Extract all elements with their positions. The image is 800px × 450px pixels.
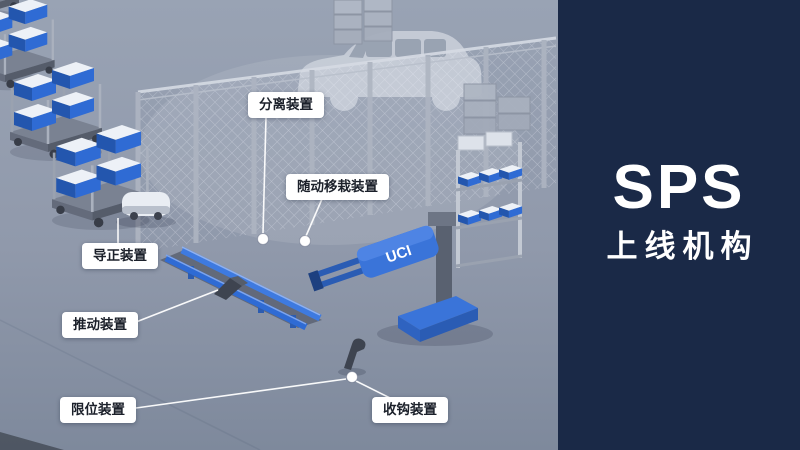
label-push-device: 推动装置: [62, 312, 138, 338]
label-separation-device: 分离装置: [248, 92, 324, 118]
mast: [436, 220, 452, 318]
label-limit-device: 限位装置: [60, 397, 136, 423]
panel-title: SPS: [612, 152, 746, 222]
title-panel: SPS 上线机构: [558, 0, 800, 450]
uci-shuttle: UCI: [308, 225, 439, 292]
pusher-device: [214, 276, 248, 300]
target-dot: [346, 371, 358, 383]
floor-seam: [0, 319, 261, 450]
agv-vehicle: [116, 192, 176, 228]
shuttle-station: UCI: [308, 212, 493, 346]
rail-stub: [0, 432, 64, 450]
target-dots: [257, 233, 358, 383]
gray-crate-stack-center: [333, 0, 393, 45]
scene-illustration: UCI: [0, 0, 558, 450]
gray-crate-stack-right: [463, 83, 531, 135]
conveyor-rail: [160, 246, 322, 331]
target-dot: [299, 235, 311, 247]
target-dot: [257, 233, 269, 245]
factory-scene: UCI: [0, 0, 558, 450]
leader-lines: [117, 116, 391, 409]
storage-rack: [455, 131, 523, 268]
label-guide-device: 导正装置: [82, 243, 158, 269]
title-block: SPS 上线机构: [600, 152, 759, 264]
label-hook-retract-device: 收钩装置: [372, 397, 448, 423]
panel-subtitle: 上线机构: [606, 228, 759, 264]
label-follow-transfer-device: 随动移栽装置: [286, 174, 389, 200]
